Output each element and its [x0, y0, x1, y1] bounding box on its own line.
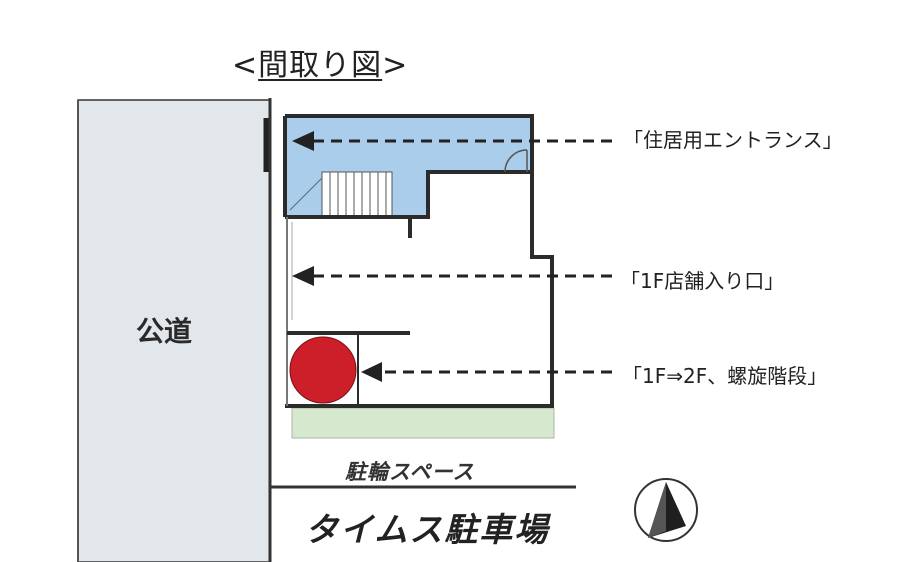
callout-shop-entrance: 「1F店舗入り口」 [620, 269, 785, 293]
door-swing [504, 149, 528, 173]
public-road-label: 公道 [136, 315, 193, 348]
callout-entrance: 「住居用エントランス」 [623, 128, 843, 152]
public-road [77, 99, 271, 562]
callout-spiral-stairs: 「1F⇒2F、螺旋階段」 [622, 364, 828, 388]
arrowhead-spiral [361, 362, 382, 382]
north-compass-icon [634, 478, 698, 542]
parking-lot-label: タイムス駐車場 [305, 510, 550, 549]
straight-staircase [289, 171, 393, 218]
building-walls [283, 114, 554, 408]
arrowhead-shop [292, 266, 314, 286]
title-close-bracket: > [382, 48, 409, 83]
arrowhead-entrance [292, 131, 314, 151]
title-open-bracket: < [232, 48, 259, 83]
page-title: <間取り図> [232, 40, 408, 84]
title-text: 間取り図 [258, 48, 383, 83]
green-strip [291, 407, 555, 439]
bike-parking-label: 駐輪スペース [345, 460, 475, 484]
spiral-staircase [289, 336, 357, 404]
callout-arrows [312, 139, 612, 374]
